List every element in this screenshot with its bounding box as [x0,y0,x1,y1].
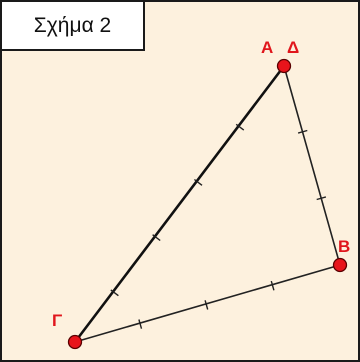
segment-b-g [74,264,341,343]
point-g[interactable] [67,334,83,350]
ticks-a-g [110,123,245,297]
label-g: Γ [52,311,62,330]
ticks-a-b [297,129,327,201]
point-b[interactable] [332,257,348,273]
segment-a-g [73,64,286,344]
segment-a-b [283,65,341,266]
figure-caption: Σχήμα 2 [2,2,145,51]
label-a: Α [261,38,273,57]
point-a[interactable] [276,58,292,74]
label-b: Β [338,237,350,256]
ticks-b-g [138,280,275,329]
label-d: Δ [287,38,299,57]
